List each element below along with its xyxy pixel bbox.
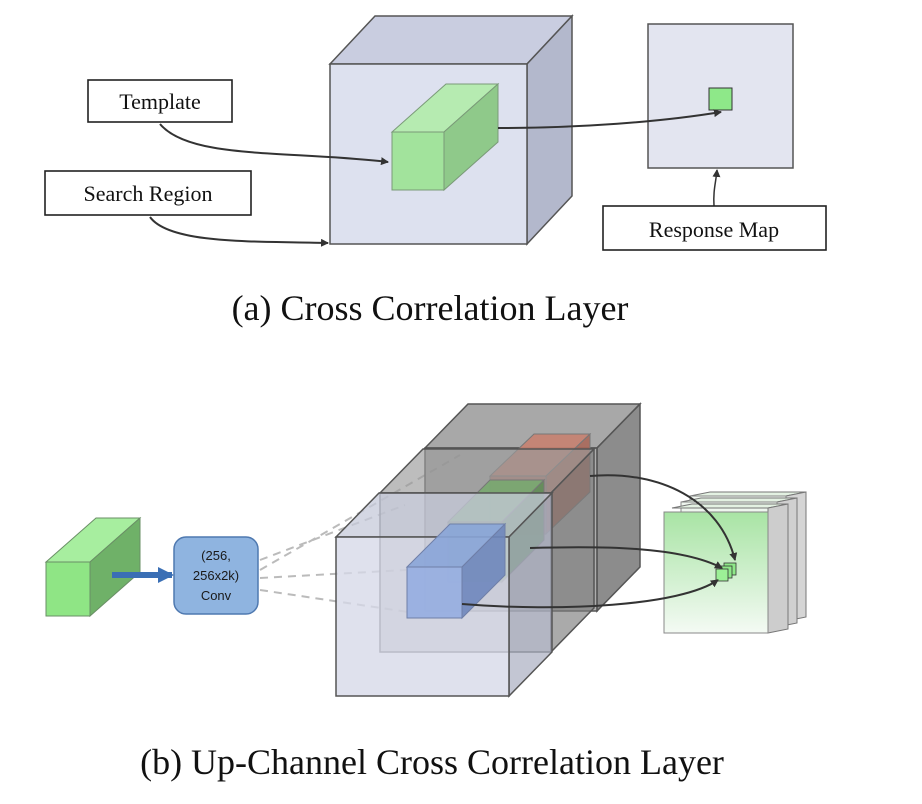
channel-cuboid-blue xyxy=(405,522,507,620)
caption-a: (a) Cross Correlation Layer xyxy=(232,288,629,328)
panel-b: (256, 256x2k) Conv xyxy=(44,402,807,782)
search-region-label: Search Region xyxy=(84,181,213,206)
conv-line-2: 256x2k) xyxy=(193,568,239,583)
upchannel-arrow-bottom xyxy=(461,579,719,609)
output-response-stack xyxy=(663,491,807,634)
response-map-label: Response Map xyxy=(649,217,779,242)
conv-line-3: Conv xyxy=(201,588,232,603)
template-label: Template xyxy=(119,89,201,114)
template-label-box: Template xyxy=(87,79,233,123)
search-region-arrow xyxy=(149,216,329,247)
panel-a: Template Search Region Response Map (a) … xyxy=(44,14,827,328)
input-feature-cuboid xyxy=(44,516,142,618)
response-map-arrow xyxy=(712,169,721,207)
search-feature-cube xyxy=(328,14,574,246)
upchannel-arrow-middle xyxy=(529,546,723,569)
response-map-label-box: Response Map xyxy=(602,205,827,251)
template-feature-cuboid xyxy=(390,82,500,192)
conv-block: (256, 256x2k) Conv xyxy=(173,536,259,615)
search-region-label-box: Search Region xyxy=(44,170,252,216)
caption-b: (b) Up-Channel Cross Correlation Layer xyxy=(140,742,724,782)
output-peak-cuboids xyxy=(715,562,737,582)
upchannel-arrow-top xyxy=(589,474,738,561)
template-arrow xyxy=(159,123,389,166)
conv-line-1: (256, xyxy=(201,548,231,563)
response-map-peak xyxy=(708,87,733,111)
correlation-output-arrow xyxy=(497,109,722,129)
